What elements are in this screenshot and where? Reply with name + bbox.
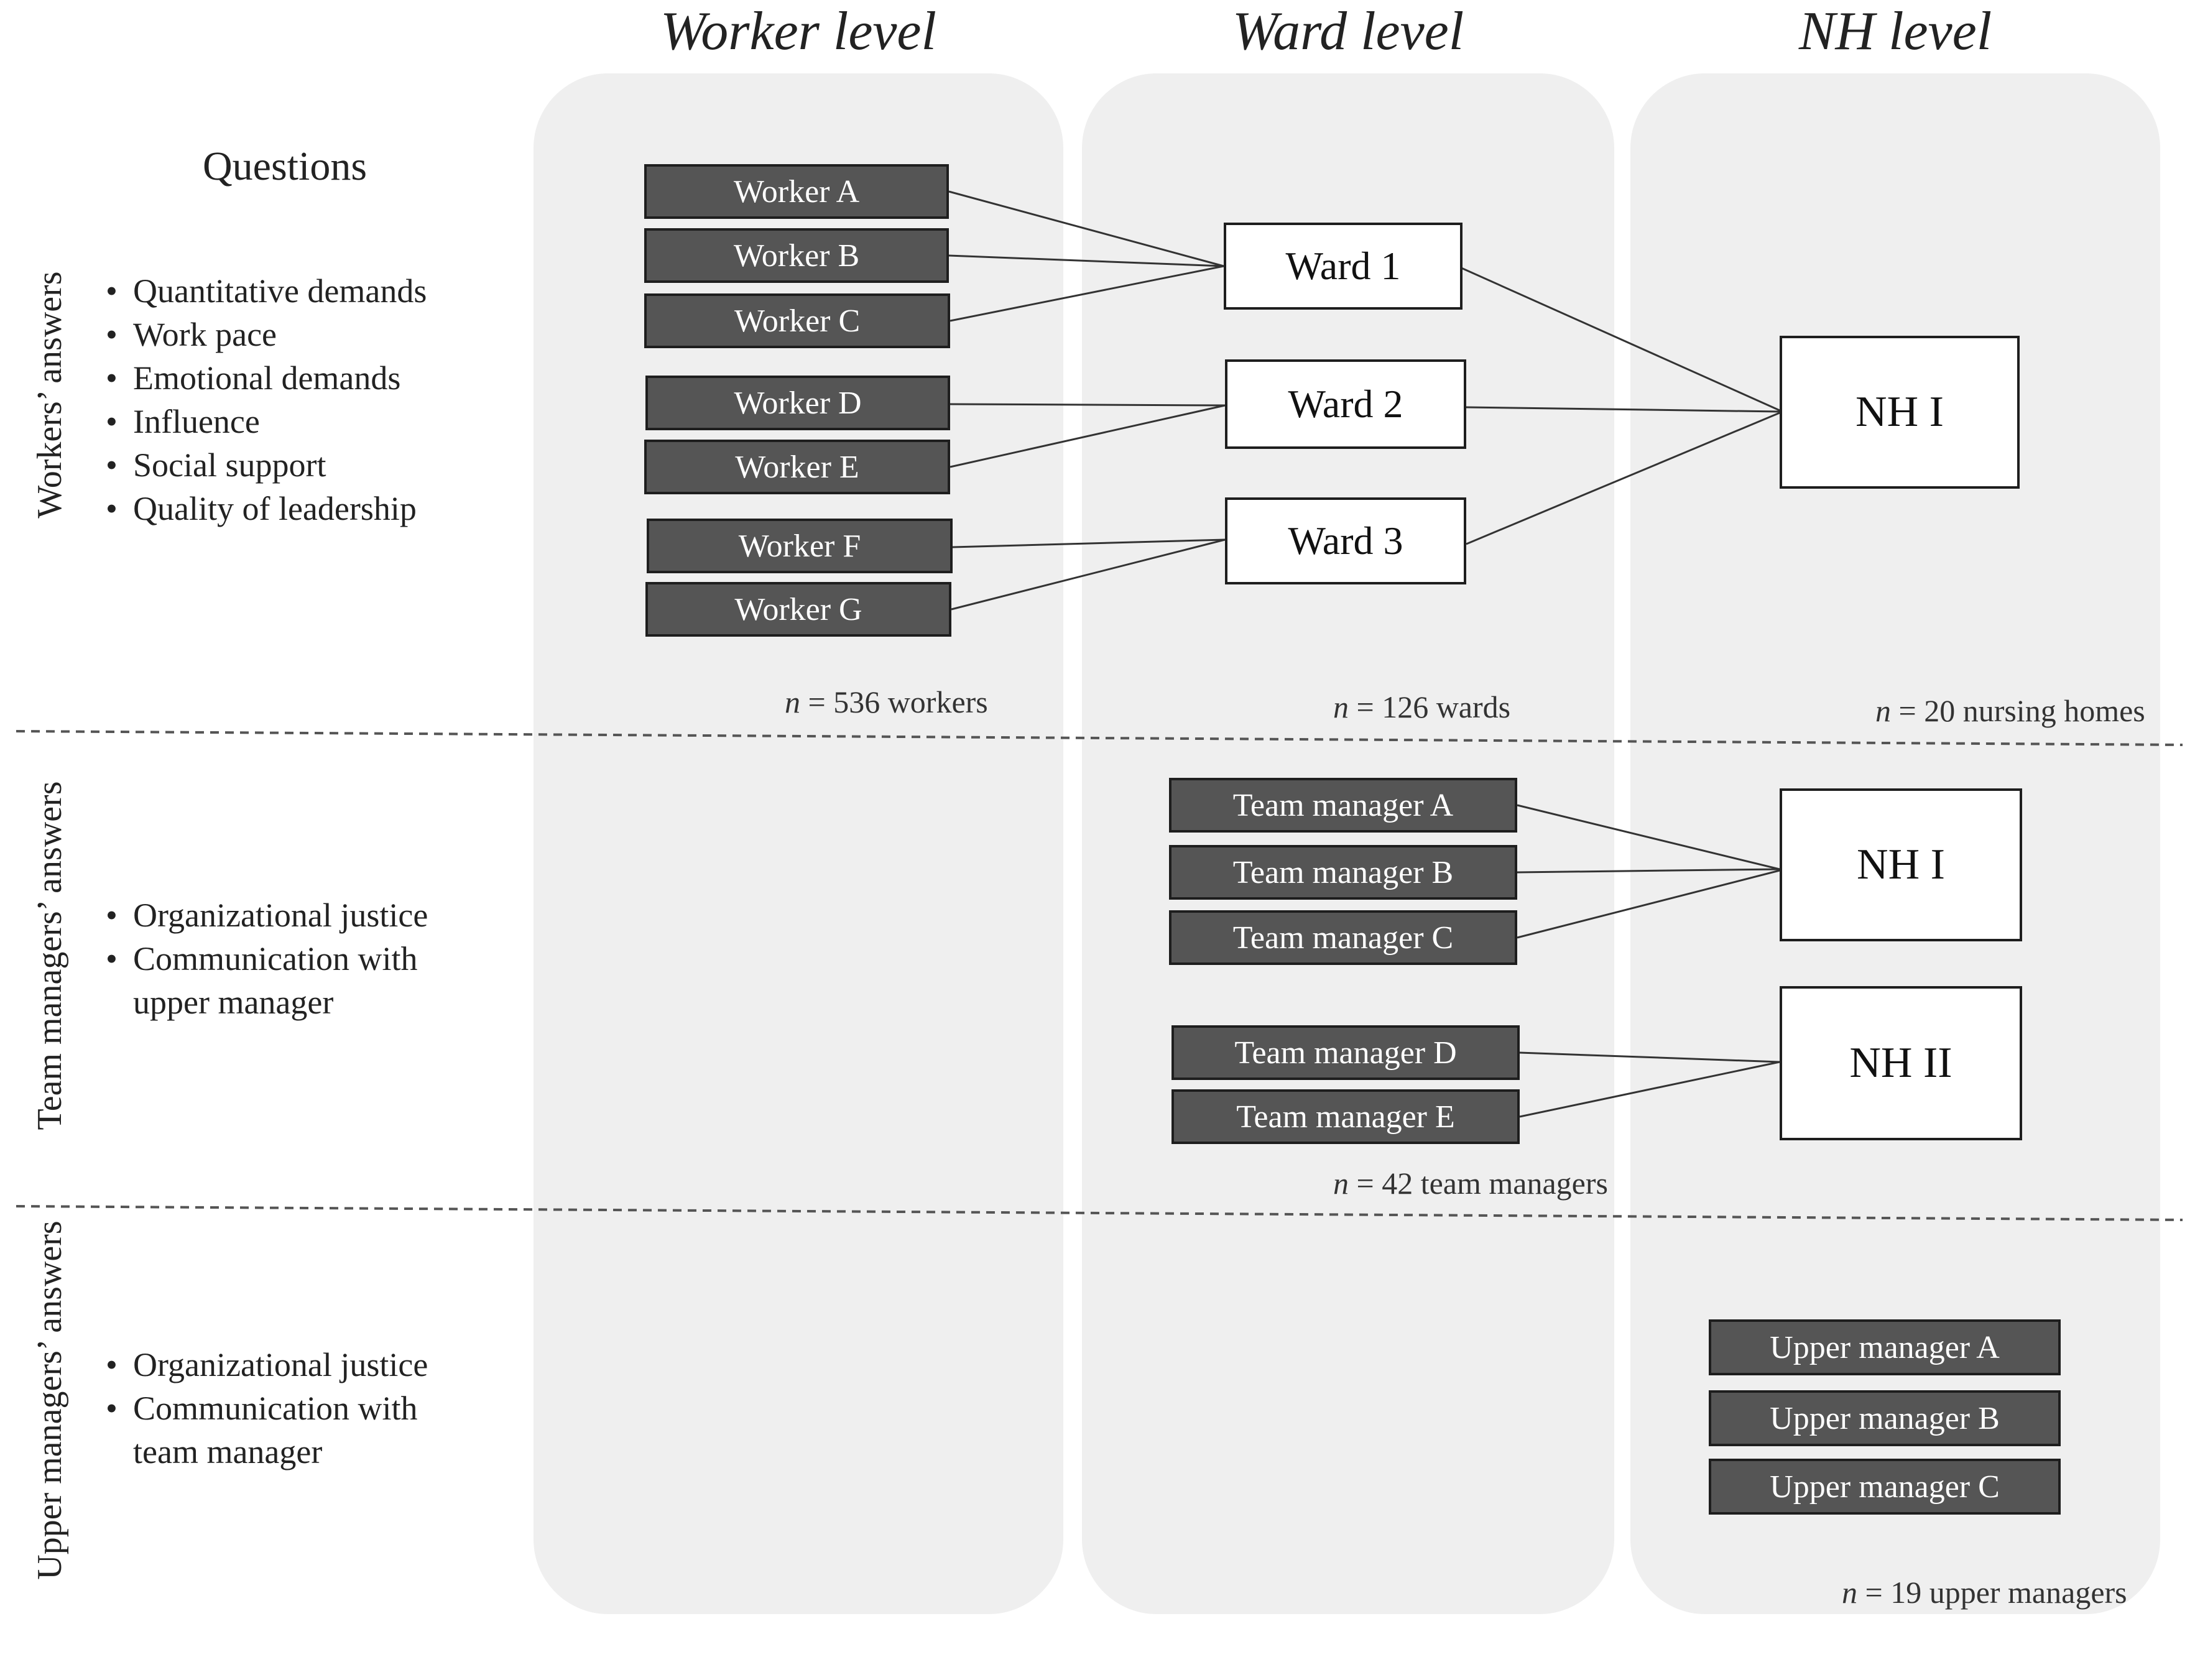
nh-box: NH II (1780, 986, 2022, 1140)
ward-box: Ward 1 (1224, 223, 1463, 310)
divider-team-upper (16, 1205, 2183, 1221)
count-workers: n = 536 workers (785, 685, 988, 719)
question-item: Emotional demands (103, 356, 514, 400)
connector-lines (16, 190, 2183, 1221)
count-nursing-homes: n = 20 nursing homes (1875, 693, 2145, 728)
upper-managers-question-list: Organizational justice Communication wit… (103, 1343, 489, 1474)
upper-manager-box: Upper manager A (1709, 1319, 2061, 1375)
ward-box: Ward 2 (1225, 359, 1466, 449)
question-item: Work pace (103, 313, 514, 356)
line-tm-c-nh-1 (1517, 869, 1780, 939)
team-manager-box: Team manager D (1171, 1025, 1520, 1080)
line-worker-f-ward-3 (952, 538, 1226, 548)
section-label-upper-managers: Upper managers’ answers (30, 1221, 69, 1580)
line-worker-a-ward-1 (948, 190, 1224, 267)
worker-box: Worker E (644, 440, 950, 494)
upper-manager-box: Upper manager B (1709, 1390, 2061, 1446)
workers-question-list: Quantitative demands Work pace Emotional… (103, 269, 514, 530)
question-item: Organizational justice (103, 1343, 489, 1387)
ward-level-title: Ward level (1232, 1, 1464, 62)
ward-box: Ward 3 (1225, 497, 1466, 584)
worker-box: Worker A (644, 164, 949, 219)
worker-box: Worker D (645, 376, 950, 430)
question-item: Quantitative demands (103, 269, 514, 313)
question-item: Communication with team manager (103, 1387, 489, 1474)
upper-manager-box: Upper manager C (1709, 1459, 2061, 1515)
team-manager-box: Team manager B (1169, 845, 1517, 900)
worker-box: Worker B (644, 228, 949, 283)
line-worker-b-ward-1 (948, 254, 1224, 267)
worker-box: Worker G (645, 582, 951, 637)
count-team-managers: n = 42 team managers (1333, 1166, 1608, 1201)
worker-box: Worker C (644, 293, 950, 348)
nh-box: NH I (1780, 788, 2022, 941)
team-manager-box: Team manager C (1169, 910, 1517, 965)
worker-level-title: Worker level (660, 1, 936, 62)
line-worker-e-ward-2 (950, 404, 1226, 468)
nh-level-title: NH level (1798, 1, 1992, 62)
team-manager-box: Team manager E (1171, 1089, 1520, 1144)
ward-level-column (1082, 73, 1614, 1614)
question-item: Quality of leadership (103, 487, 514, 530)
question-item: Communication with upper manager (103, 937, 489, 1024)
line-tm-e-nh-2 (1519, 1061, 1780, 1118)
divider-workers-team (16, 730, 2183, 746)
question-item: Social support (103, 443, 514, 487)
question-item: Influence (103, 400, 514, 443)
team-manager-box: Team manager A (1169, 778, 1517, 833)
count-upper-managers: n = 19 upper managers (1842, 1575, 2127, 1610)
team-managers-question-list: Organizational justice Communication wit… (103, 893, 489, 1024)
question-item: Organizational justice (103, 893, 489, 937)
line-ward-3-nh-1 (1466, 412, 1780, 545)
line-worker-d-ward-2 (950, 403, 1226, 407)
line-worker-g-ward-3 (951, 538, 1226, 611)
line-tm-a-nh-1 (1517, 804, 1780, 870)
count-wards: n = 126 wards (1333, 690, 1511, 724)
questions-title: Questions (203, 144, 367, 189)
nh-box: NH I (1780, 336, 2020, 489)
line-tm-b-nh-1 (1517, 868, 1780, 874)
line-tm-d-nh-2 (1519, 1051, 1780, 1063)
section-label-workers: Workers’ answers (30, 271, 69, 519)
line-ward-1-nh-1 (1459, 266, 1780, 412)
line-ward-2-nh-1 (1466, 406, 1780, 413)
line-worker-c-ward-1 (950, 265, 1224, 322)
worker-box: Worker F (647, 519, 953, 573)
